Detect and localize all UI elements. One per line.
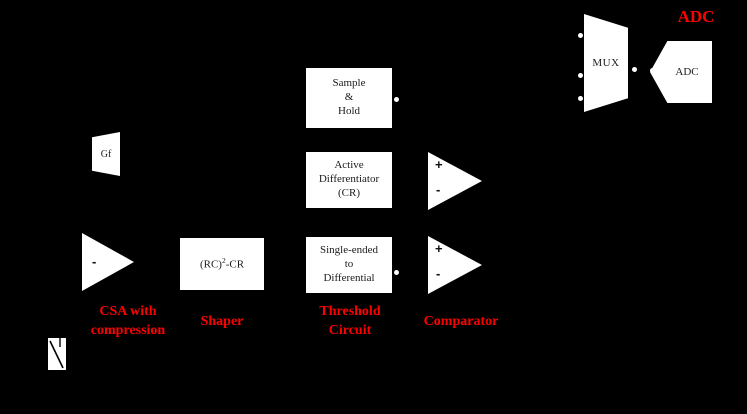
node-dot-mux-input-1[interactable] (578, 33, 583, 38)
block-sample-and-hold[interactable]: Sample & Hold (306, 68, 392, 128)
node-dot-mux-input-3[interactable] (578, 96, 583, 101)
active-diff-line-3: (CR) (338, 186, 360, 199)
block-mux[interactable]: MUX (584, 14, 628, 112)
shaper-prefix: (RC) (199, 258, 222, 271)
node-dot-mux-input-2[interactable] (578, 73, 583, 78)
caption-csa: CSA with compression (90, 304, 166, 338)
block-mux-label: MUX (592, 57, 620, 69)
shaper-suffix: -CR (225, 258, 245, 271)
active-diff-line-2: Differentiator (318, 173, 380, 186)
block-adc[interactable]: ADC (650, 41, 712, 103)
sample-hold-line-3: Hold (338, 104, 360, 117)
block-sample-and-hold-label: Sample & Hold (330, 77, 369, 118)
block-active-differentiator[interactable]: Active Differentiator (CR) (306, 152, 392, 208)
block-adc-label: ADC (675, 66, 699, 78)
comparator-top-minus-sign: - (436, 182, 441, 197)
detector-diagonal-icon (49, 338, 64, 369)
single-diff-line-1: Single-ended (319, 244, 379, 257)
block-single-ended-to-differential[interactable]: Single-ended to Differential (306, 237, 392, 293)
block-shaper-label: (RC)2-CR (197, 256, 247, 272)
block-gf-label: Gf (100, 148, 112, 160)
node-dot-adc-input[interactable] (650, 68, 655, 73)
node-dot-sample-hold-output[interactable] (394, 97, 399, 102)
sample-hold-line-1: Sample (332, 77, 366, 90)
csa-minus-sign: - (92, 254, 97, 269)
block-csa-amplifier[interactable] (82, 233, 134, 291)
single-diff-line-2: to (344, 258, 354, 271)
block-gf[interactable]: Gf (92, 132, 120, 176)
node-dot-single-ended-output[interactable] (394, 270, 399, 275)
detector-icon (48, 338, 66, 370)
shaper-exponent: 2 (221, 255, 226, 265)
caption-adc: ADC (677, 7, 715, 26)
node-dot-mux-output[interactable] (632, 67, 637, 72)
block-single-ended-to-differential-label: Single-ended to Differential (317, 244, 381, 285)
comparator-bottom-plus-sign: + (435, 241, 443, 256)
comparator-top-plus-sign: + (435, 157, 443, 172)
block-shaper[interactable]: (RC)2-CR (180, 238, 264, 290)
active-diff-line-1: Active (334, 159, 364, 172)
single-diff-line-3: Differential (323, 271, 375, 284)
comparator-bottom-minus-sign: - (436, 266, 441, 281)
caption-shaper: Shaper (200, 314, 244, 329)
caption-threshold-circuit: Threshold Circuit (319, 304, 381, 338)
caption-comparator: Comparator (423, 314, 499, 329)
sample-hold-line-2: & (344, 91, 354, 104)
block-active-differentiator-label: Active Differentiator (CR) (316, 159, 382, 200)
